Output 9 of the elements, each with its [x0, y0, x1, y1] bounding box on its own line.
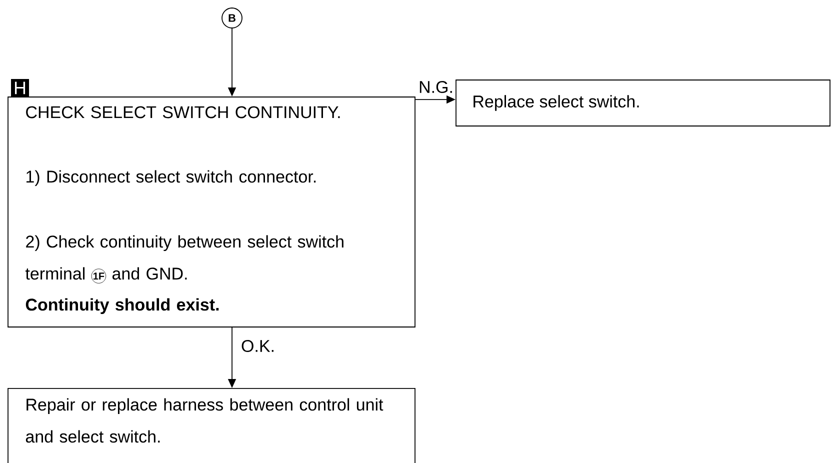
edge-label: N.G. [418, 80, 454, 94]
edge-label: O.K. [240, 338, 276, 353]
action-box: Repair or replace harness between control unit and select switch. [8, 388, 416, 463]
step-letter: H [11, 79, 29, 97]
instruction: 1) Disconnect select switch connector. [26, 170, 316, 186]
instruction: 2) Check continuity between select switch terminal 1F and GND. [25, 235, 344, 284]
result-note: Continuity should exist. [26, 298, 219, 314]
step-heading: CHECK SELECT SWITCH CONTINUITY. [26, 106, 340, 118]
action-box: Replace select switch. [456, 80, 830, 126]
